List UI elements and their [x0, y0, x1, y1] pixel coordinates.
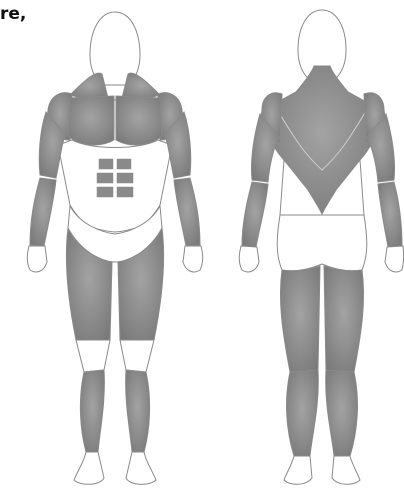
back-foot-right — [332, 456, 360, 484]
front-foot-left — [74, 452, 104, 484]
back-hand-right — [385, 246, 404, 272]
front-arm-left-lower — [30, 178, 56, 246]
back-thigh-right — [324, 266, 364, 372]
front-arm-right-lower — [174, 178, 200, 246]
back-figure — [239, 10, 403, 484]
front-knee-left — [76, 340, 110, 372]
back-thigh-left — [280, 266, 320, 372]
back-arm-left-lower — [242, 182, 268, 247]
back-glutes — [277, 215, 367, 271]
front-trapezius-right — [122, 73, 160, 100]
back-foot-left — [284, 456, 312, 484]
back-calf-left — [287, 370, 319, 456]
front-pectoral-right — [116, 96, 162, 145]
front-pectoral-left — [68, 96, 114, 145]
back-hand-left — [239, 246, 259, 272]
front-shin-left — [80, 370, 104, 452]
front-hand-left — [27, 246, 47, 272]
front-figure — [27, 12, 203, 484]
front-foot-right — [126, 452, 156, 484]
front-trapezius — [70, 73, 108, 100]
front-hand-right — [183, 246, 203, 272]
back-calf-right — [326, 370, 358, 456]
back-arm-right-lower — [378, 182, 402, 247]
front-shin-right — [126, 370, 150, 452]
front-knee-right — [120, 340, 154, 372]
